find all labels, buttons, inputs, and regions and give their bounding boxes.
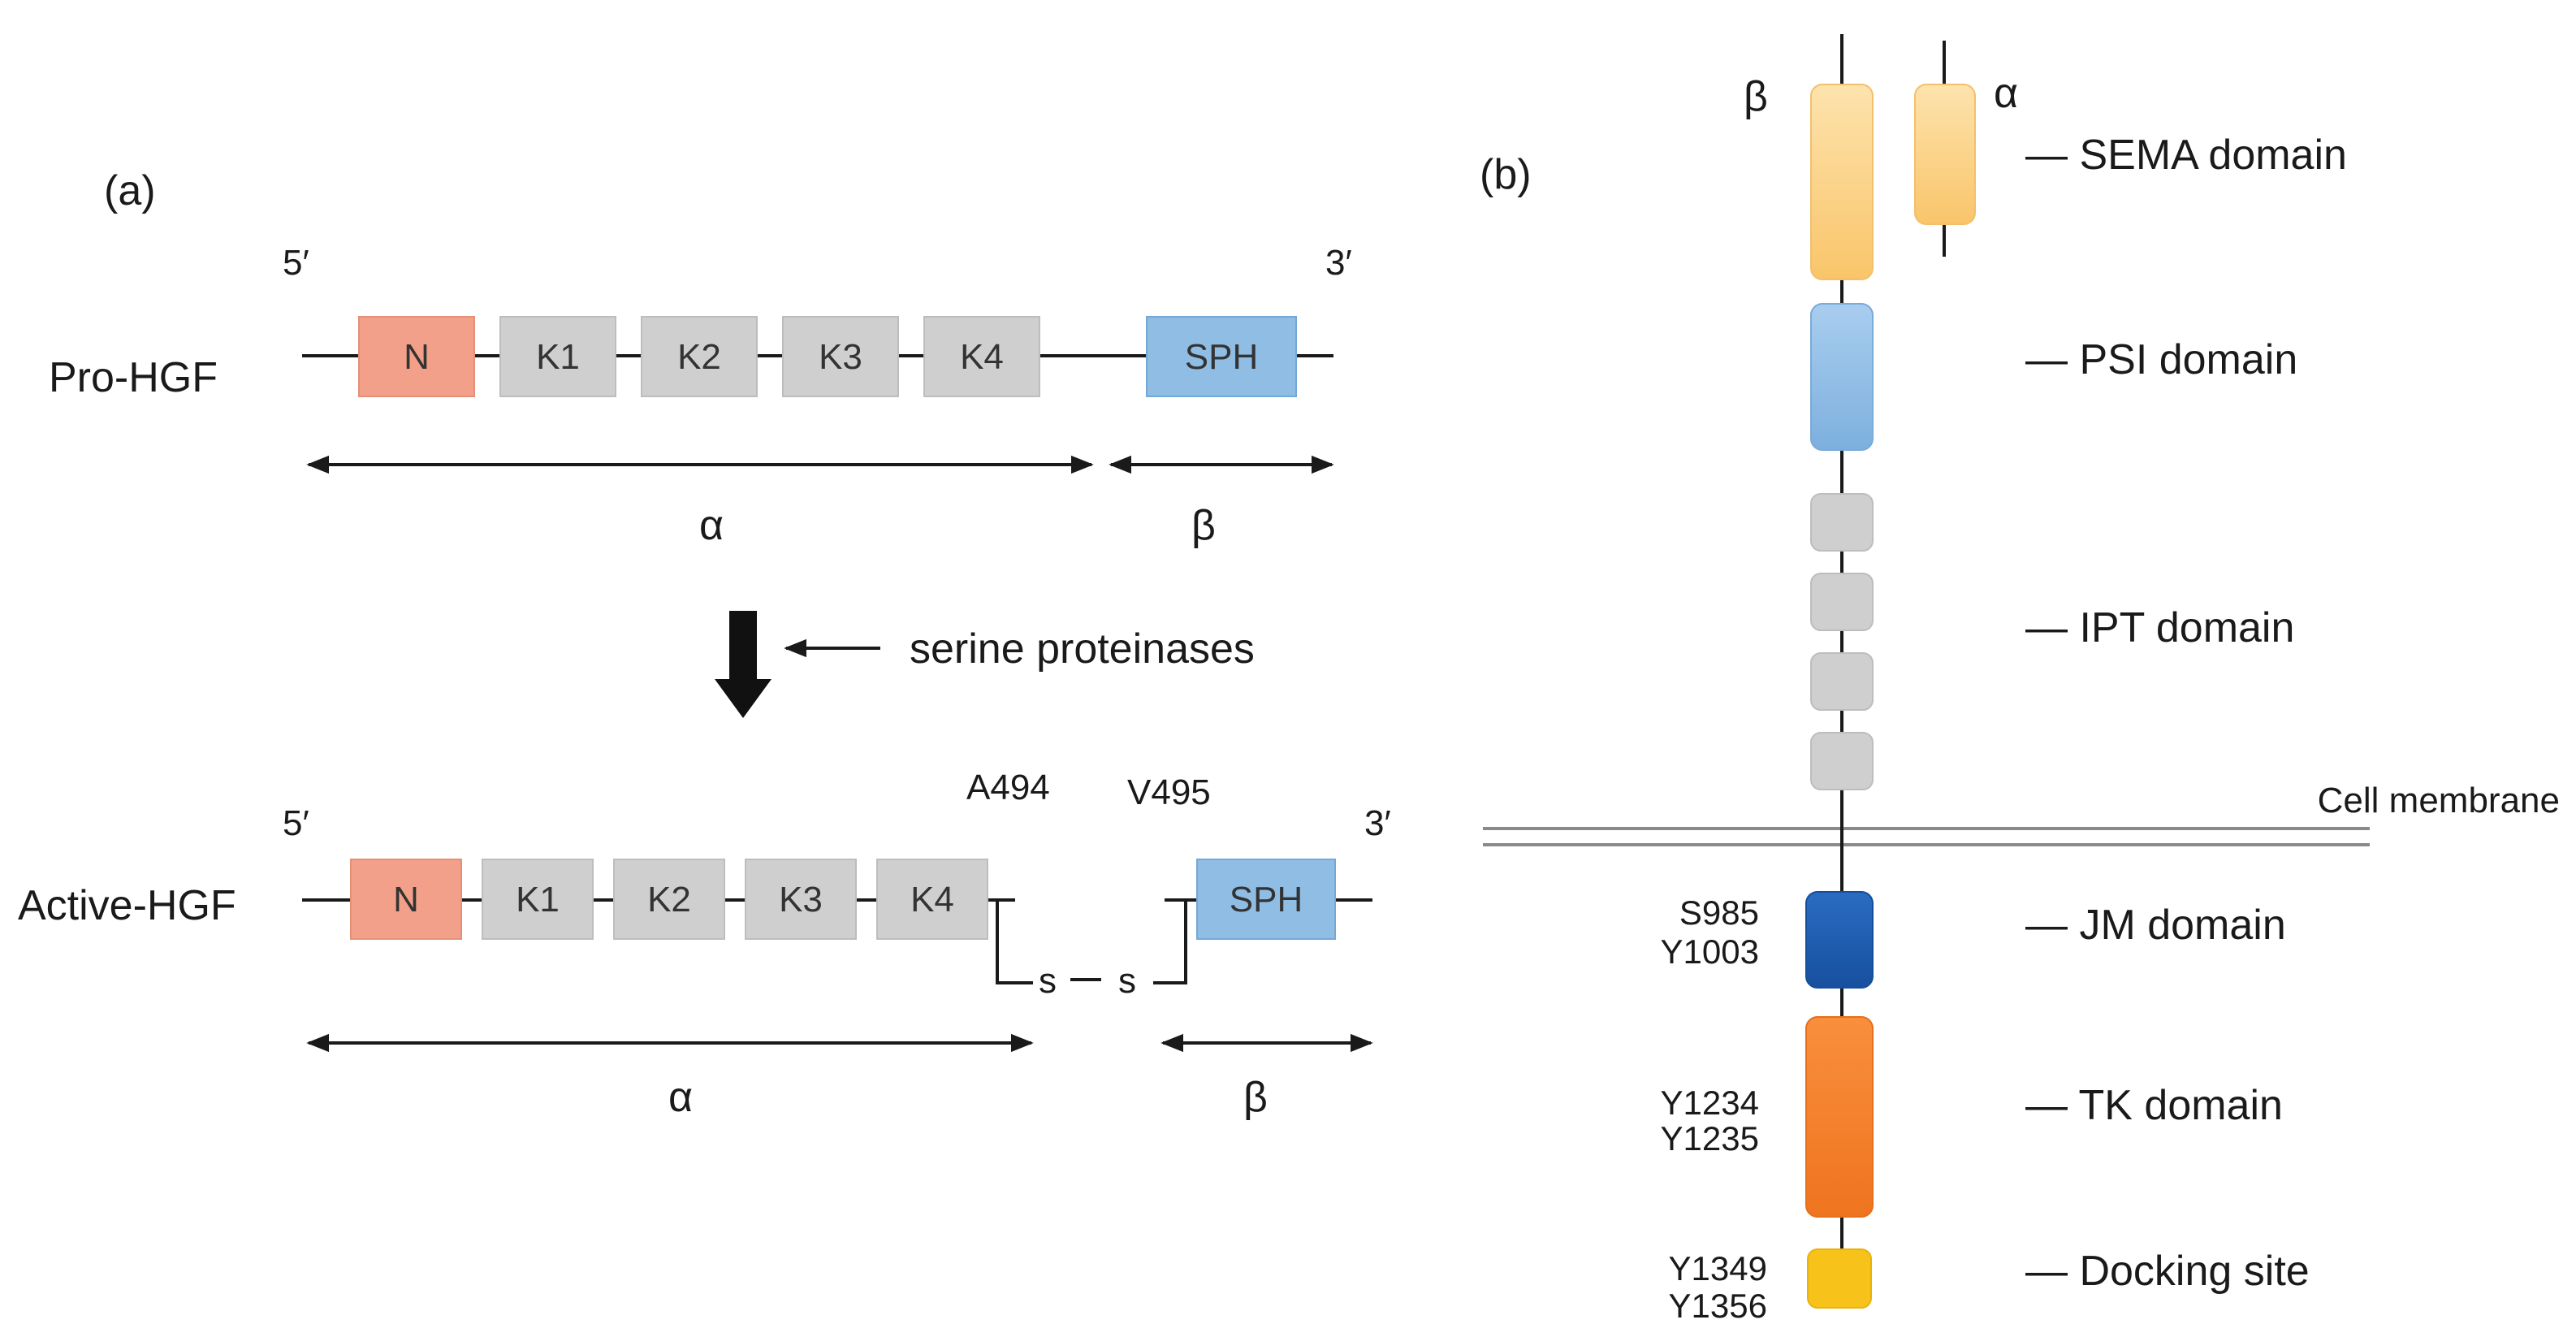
disulfide-right-s: s bbox=[1118, 961, 1136, 1001]
pro-k1-label: K1 bbox=[536, 337, 580, 377]
dock-site-y1349: Y1349 bbox=[1669, 1249, 1767, 1287]
active-k4-domain bbox=[876, 859, 988, 940]
active-n-domain bbox=[350, 859, 462, 940]
pro-n-domain bbox=[358, 316, 475, 397]
panel-a: (a) 5′ 3′ Pro-HGF N K1 K2 K3 K4 SPH α β bbox=[18, 167, 1391, 1121]
tk-domain bbox=[1805, 1016, 1874, 1218]
jm-site-s985: S985 bbox=[1679, 893, 1759, 932]
ipt-domain-2 bbox=[1810, 573, 1874, 631]
disulfide-right-arm bbox=[1153, 900, 1187, 984]
pro-beta-label: β bbox=[1191, 502, 1216, 549]
active-n-label: N bbox=[393, 880, 419, 919]
active-sph-domain bbox=[1196, 859, 1336, 940]
sema-domain-alpha bbox=[1914, 84, 1976, 225]
ipt-domain-label: — IPT domain bbox=[2025, 604, 2294, 651]
active-k4-label: K4 bbox=[910, 880, 954, 919]
active-five-prime: 5′ bbox=[283, 803, 309, 843]
active-beta-label: β bbox=[1243, 1074, 1268, 1121]
active-k2-label: K2 bbox=[647, 880, 691, 919]
ipt-domain-4 bbox=[1810, 732, 1874, 790]
panel-b: (b) Cell membrane β α S985 Y1003 Y1234 Y… bbox=[1480, 34, 2560, 1325]
ipt-domain-1 bbox=[1810, 493, 1874, 552]
pro-hgf-label: Pro-HGF bbox=[49, 354, 218, 401]
cleavage-left-residue: A494 bbox=[966, 768, 1050, 807]
docking-site bbox=[1807, 1248, 1872, 1309]
tk-domain-label: — TK domain bbox=[2025, 1082, 2283, 1129]
pro-k2-label: K2 bbox=[677, 337, 721, 377]
pro-k1-domain bbox=[499, 316, 616, 397]
jm-site-y1003: Y1003 bbox=[1661, 932, 1759, 971]
alpha-chain-label: α bbox=[1994, 70, 2018, 117]
pro-k3-label: K3 bbox=[819, 337, 862, 377]
sema-domain-label: — SEMA domain bbox=[2025, 132, 2347, 179]
docking-site-label: — Docking site bbox=[2025, 1248, 2310, 1295]
psi-domain bbox=[1810, 303, 1874, 451]
active-alpha-label: α bbox=[668, 1074, 693, 1121]
pro-k4-label: K4 bbox=[960, 337, 1004, 377]
sema-domain-beta bbox=[1810, 84, 1874, 280]
disulfide-left-s: s bbox=[1039, 961, 1057, 1001]
active-hgf: A494 V495 5′ 3′ Active-HGF N K1 K2 K3 K4… bbox=[18, 768, 1391, 1121]
active-k2-domain bbox=[613, 859, 725, 940]
pro-three-prime: 3′ bbox=[1325, 243, 1352, 283]
pro-sph-domain bbox=[1146, 316, 1297, 397]
pro-five-prime: 5′ bbox=[283, 243, 309, 283]
jm-domain-label: — JM domain bbox=[2025, 902, 2286, 949]
pro-k2-domain bbox=[641, 316, 758, 397]
jm-domain bbox=[1805, 891, 1874, 989]
active-k1-label: K1 bbox=[516, 880, 560, 919]
pro-sph-label: SPH bbox=[1185, 337, 1258, 377]
ipt-domain-3 bbox=[1810, 652, 1874, 711]
active-three-prime: 3′ bbox=[1364, 803, 1391, 843]
active-k3-label: K3 bbox=[779, 880, 823, 919]
active-k1-domain bbox=[482, 859, 594, 940]
cleavage-arrow-head bbox=[715, 679, 772, 718]
panel-a-label: (a) bbox=[104, 167, 156, 214]
psi-domain-label: — PSI domain bbox=[2025, 336, 2297, 383]
tk-site-y1234: Y1234 bbox=[1661, 1084, 1759, 1122]
active-sph-label: SPH bbox=[1230, 880, 1303, 919]
beta-chain-label: β bbox=[1744, 73, 1768, 120]
protease-label: serine proteinases bbox=[910, 625, 1255, 673]
pro-k3-domain bbox=[782, 316, 899, 397]
cleavage-right-residue: V495 bbox=[1127, 772, 1211, 812]
panel-b-label: (b) bbox=[1480, 151, 1532, 198]
pro-n-label: N bbox=[404, 337, 430, 377]
pro-k4-domain bbox=[923, 316, 1040, 397]
disulfide-left-arm bbox=[996, 900, 1033, 984]
tk-site-y1235: Y1235 bbox=[1661, 1119, 1759, 1157]
active-hgf-label: Active-HGF bbox=[18, 882, 236, 929]
cell-membrane-label: Cell membrane bbox=[2318, 781, 2560, 820]
processing-step: serine proteinases bbox=[715, 611, 1255, 718]
cleavage-arrow-shaft bbox=[729, 611, 757, 679]
dock-site-y1356: Y1356 bbox=[1669, 1287, 1767, 1325]
pro-hgf: 5′ 3′ Pro-HGF N K1 K2 K3 K4 SPH α β bbox=[49, 243, 1352, 549]
active-k3-domain bbox=[745, 859, 857, 940]
pro-alpha-label: α bbox=[699, 502, 724, 549]
